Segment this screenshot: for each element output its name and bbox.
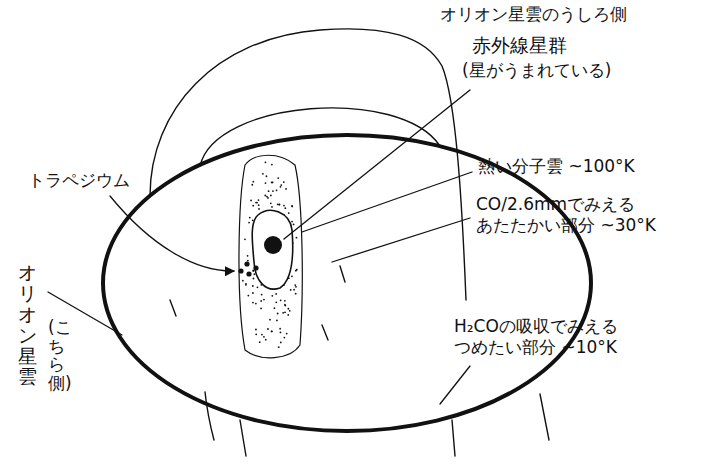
cloud-stroke bbox=[170, 300, 176, 316]
leader-arrow bbox=[110, 196, 234, 271]
orion-nebula-boundary bbox=[103, 135, 591, 431]
cloud-stroke bbox=[205, 392, 214, 440]
cloud-stroke bbox=[240, 420, 246, 456]
back-side-label: オリオン星雲のうしろ側 bbox=[440, 4, 627, 25]
co-warm-region bbox=[252, 210, 292, 289]
leader-line bbox=[284, 90, 470, 239]
cloud-stroke bbox=[322, 325, 328, 340]
near-side-note: (こちら側) bbox=[48, 318, 65, 393]
cloud-stroke bbox=[452, 420, 455, 456]
cloud-stroke bbox=[340, 266, 345, 282]
hot-molecular-cloud bbox=[239, 155, 302, 358]
cloud-stroke bbox=[540, 394, 549, 440]
warm-region-label: CO/2.6mmでみえる あたたかい部分 ~30°K bbox=[476, 194, 666, 237]
hot-cloud-label: 熱い分子雲 ~100°K bbox=[478, 156, 635, 177]
leader-line bbox=[440, 366, 470, 404]
stipple-dots bbox=[242, 161, 298, 348]
star-forming-note: (星がうまれている) bbox=[462, 60, 611, 81]
cold-region-label: H₂COの吸収でみえる つめたい部分 ~10°K bbox=[454, 316, 644, 359]
leader-line bbox=[302, 172, 472, 232]
trapezium-stars bbox=[238, 261, 258, 276]
orion-nebula-label: オリオン星雲 bbox=[18, 262, 37, 387]
infrared-cluster bbox=[264, 236, 282, 254]
leader-line bbox=[332, 218, 470, 262]
trapezium-label: トラペジウム bbox=[28, 170, 130, 191]
infrared-cluster-label: 赤外線星群 bbox=[472, 34, 567, 58]
